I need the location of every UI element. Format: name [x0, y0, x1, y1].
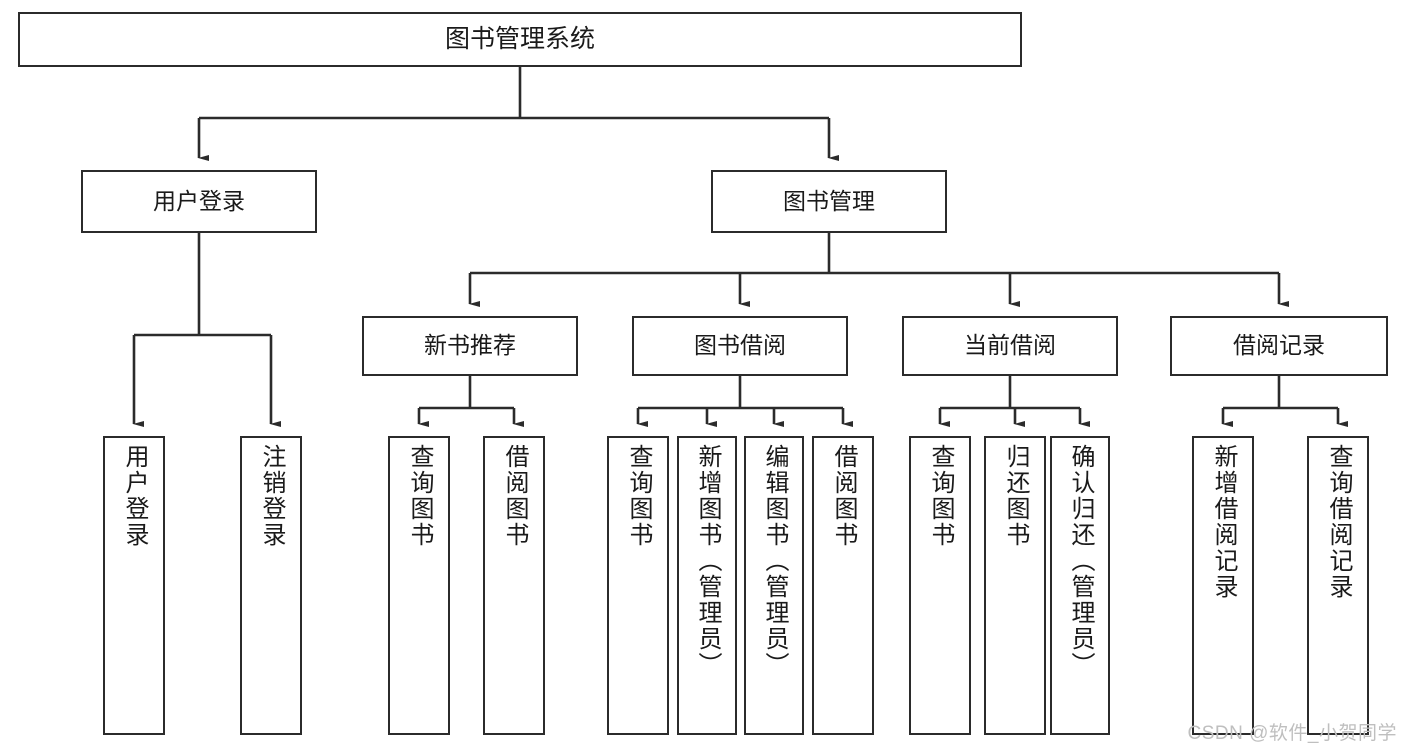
node-borrow-record[interactable]: 借阅记录 — [1170, 316, 1388, 376]
node-leaf-borrow-book-2[interactable]: 借阅图书 — [812, 436, 874, 735]
node-leaf-user-login-label: 用户登录 — [121, 444, 148, 548]
watermark: CSDN @软件_小贺同学 — [1187, 723, 1397, 744]
node-leaf-borrow-book-1-label: 借阅图书 — [501, 444, 528, 548]
node-leaf-add-record[interactable]: 新增借阅记录 — [1192, 436, 1254, 735]
node-user-login-label: 用户登录 — [153, 187, 245, 214]
node-new-book-recommend[interactable]: 新书推荐 — [362, 316, 578, 376]
node-book-borrow-label: 图书借阅 — [694, 332, 786, 359]
node-book-manage-label: 图书管理 — [783, 187, 875, 214]
node-leaf-return-book[interactable]: 归还图书 — [984, 436, 1046, 735]
node-current-borrow[interactable]: 当前借阅 — [902, 316, 1118, 376]
node-leaf-borrow-book-2-label: 借阅图书 — [830, 444, 857, 548]
node-user-login[interactable]: 用户登录 — [81, 170, 317, 233]
node-book-manage[interactable]: 图书管理 — [711, 170, 947, 233]
node-leaf-query-book-3[interactable]: 查询图书 — [909, 436, 971, 735]
node-leaf-query-book-2[interactable]: 查询图书 — [607, 436, 669, 735]
node-leaf-query-book-1[interactable]: 查询图书 — [388, 436, 450, 735]
node-leaf-return-book-label: 归还图书 — [1002, 444, 1029, 548]
node-leaf-confirm-return[interactable]: 确认归还（管理员） — [1050, 436, 1110, 735]
node-leaf-query-book-2-label: 查询图书 — [625, 444, 652, 548]
node-leaf-confirm-return-label: 确认归还（管理员） — [1067, 444, 1094, 678]
node-root[interactable]: 图书管理系统 — [18, 12, 1022, 67]
node-leaf-add-record-label: 新增借阅记录 — [1210, 444, 1237, 600]
node-leaf-logout-login[interactable]: 注销登录 — [240, 436, 302, 735]
node-leaf-add-book[interactable]: 新增图书（管理员） — [677, 436, 737, 735]
node-leaf-edit-book[interactable]: 编辑图书（管理员） — [744, 436, 804, 735]
node-leaf-query-book-3-label: 查询图书 — [927, 444, 954, 548]
node-new-book-recommend-label: 新书推荐 — [424, 332, 516, 359]
node-leaf-user-login[interactable]: 用户登录 — [103, 436, 165, 735]
node-book-borrow[interactable]: 图书借阅 — [632, 316, 848, 376]
node-borrow-record-label: 借阅记录 — [1233, 332, 1325, 359]
node-current-borrow-label: 当前借阅 — [964, 332, 1056, 359]
node-leaf-borrow-book-1[interactable]: 借阅图书 — [483, 436, 545, 735]
node-leaf-query-record[interactable]: 查询借阅记录 — [1307, 436, 1369, 735]
node-leaf-query-record-label: 查询借阅记录 — [1325, 444, 1352, 600]
node-leaf-logout-login-label: 注销登录 — [258, 444, 285, 548]
node-leaf-add-book-label: 新增图书（管理员） — [694, 444, 721, 678]
node-root-label: 图书管理系统 — [444, 24, 595, 53]
node-leaf-query-book-1-label: 查询图书 — [406, 444, 433, 548]
node-leaf-edit-book-label: 编辑图书（管理员） — [761, 444, 788, 678]
